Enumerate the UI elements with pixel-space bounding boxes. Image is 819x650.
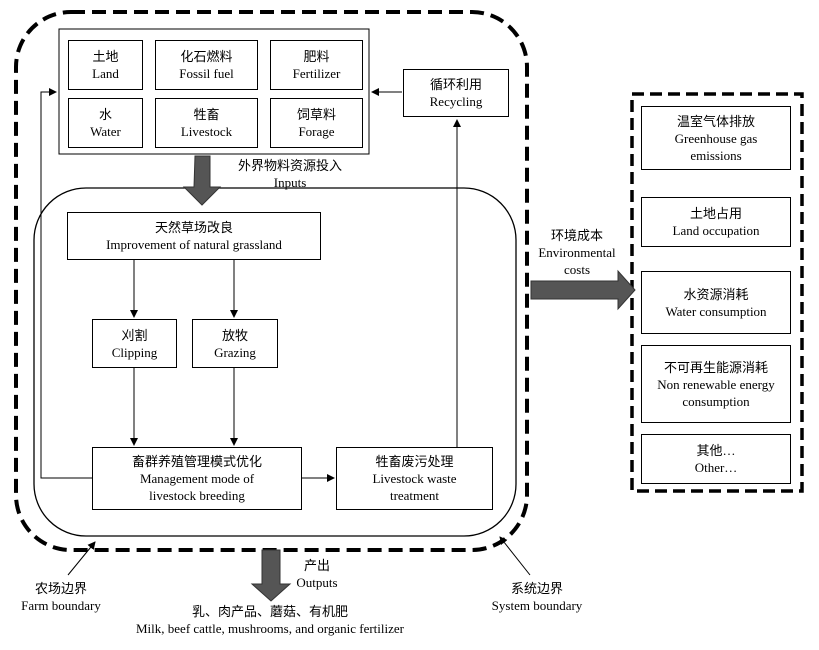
grassland-improvement-box: 天然草场改良 Improvement of natural grassland	[67, 212, 321, 260]
cost-water-zh: 水资源消耗	[683, 286, 749, 302]
farm-boundary-line	[33, 187, 517, 537]
inputs-label-zh: 外界物料资源投入	[237, 158, 342, 173]
cost-energy-en2: consumption	[682, 393, 750, 409]
cost-energy-box: 不可再生能源消耗 Non renewable energy consumptio…	[641, 345, 791, 423]
cost-water-box: 水资源消耗 Water consumption	[641, 271, 791, 334]
farm-boundary-zh: 农场边界	[34, 581, 87, 596]
cost-energy-zh: 不可再生能源消耗	[663, 359, 768, 375]
cost-land-box: 土地占用 Land occupation	[641, 197, 791, 247]
clipping-en: Clipping	[111, 344, 158, 360]
cost-water-en: Water consumption	[665, 303, 767, 319]
input-fertilizer-en: Fertilizer	[292, 66, 341, 81]
cost-other-en: Other…	[694, 460, 738, 475]
management-mode-zh: 畜群养殖管理模式优化	[131, 454, 262, 469]
input-fossil-fuel-en: Fossil fuel	[179, 66, 234, 81]
cost-other-zh: 其他…	[696, 443, 736, 458]
input-livestock-zh: 牲畜	[193, 107, 220, 122]
recycling-box: 循环利用 Recycling	[403, 69, 509, 117]
management-mode-en2: livestock breeding	[149, 488, 245, 503]
system-boundary-en: System boundary	[491, 598, 583, 613]
farm-boundary-en: Farm boundary	[21, 598, 101, 613]
environmental-costs-label: 环境成本 Environmental costs	[527, 227, 627, 278]
input-land-zh: 土地	[92, 49, 119, 64]
waste-treatment-box: 牲畜废污处理 Livestock waste treatment	[336, 447, 493, 510]
clipping-zh: 刈割	[121, 327, 148, 343]
system-boundary-zh: 系统边界	[510, 581, 563, 596]
system-boundary-label: 系统边界 System boundary	[477, 580, 597, 614]
input-water-zh: 水	[98, 107, 112, 122]
farm-boundary-label: 农场边界 Farm boundary	[6, 580, 116, 614]
outputs-arrow	[250, 549, 292, 602]
cost-ghg-zh: 温室气体排放	[676, 113, 755, 129]
input-fertilizer-zh: 肥料	[303, 49, 330, 64]
management-mode-en1: Management mode of	[139, 471, 255, 486]
cost-land-zh: 土地占用	[689, 206, 742, 221]
grassland-improvement-zh: 天然草场改良	[154, 220, 233, 235]
input-forage-en: Forage	[298, 124, 335, 139]
input-forage-box: 饲草料 Forage	[270, 98, 363, 148]
outputs-label-en: Outputs	[296, 575, 338, 590]
inputs-arrow	[182, 155, 222, 206]
input-fossil-fuel-box: 化石燃料 Fossil fuel	[155, 40, 258, 90]
environmental-costs-en1: Environmental	[538, 245, 616, 260]
waste-treatment-en2: treatment	[389, 488, 440, 503]
input-land-box: 土地 Land	[68, 40, 143, 90]
environmental-costs-arrow	[530, 269, 636, 311]
waste-treatment-zh: 牲畜废污处理	[375, 454, 454, 469]
outputs-label: 产出 Outputs	[282, 557, 352, 591]
input-water-box: 水 Water	[68, 98, 143, 148]
system-boundary-pointer	[499, 536, 531, 576]
waste-treatment-en1: Livestock waste	[372, 471, 457, 486]
cost-land-en: Land occupation	[672, 223, 760, 238]
environmental-costs-en2: costs	[564, 262, 590, 277]
farm-boundary-pointer	[67, 541, 96, 576]
inputs-label-en: Inputs	[273, 175, 307, 190]
grazing-box: 放牧 Grazing	[192, 319, 278, 368]
environmental-costs-zh: 环境成本	[550, 228, 603, 243]
grassland-improvement-en: Improvement of natural grassland	[106, 237, 282, 252]
cost-ghg-box: 温室气体排放 Greenhouse gas emissions	[641, 106, 791, 170]
inputs-label: 外界物料资源投入 Inputs	[220, 157, 360, 191]
input-fertilizer-box: 肥料 Fertilizer	[270, 40, 363, 90]
cost-energy-en1: Non renewable energy	[657, 376, 775, 392]
arrow-management-to-inputs	[40, 88, 92, 479]
outputs-detail: 乳、肉产品、蘑菇、有机肥 Milk, beef cattle, mushroom…	[110, 603, 430, 637]
outputs-detail-en: Milk, beef cattle, mushrooms, and organi…	[136, 621, 404, 636]
input-water-en: Water	[90, 124, 121, 139]
clipping-box: 刈割 Clipping	[92, 319, 177, 368]
input-forage-zh: 饲草料	[296, 107, 336, 122]
grazing-en: Grazing	[214, 344, 256, 360]
outputs-label-zh: 产出	[303, 558, 330, 573]
recycling-en: Recycling	[429, 94, 483, 109]
cost-other-box: 其他… Other…	[641, 434, 791, 484]
grazing-zh: 放牧	[221, 327, 248, 343]
outputs-detail-zh: 乳、肉产品、蘑菇、有机肥	[191, 604, 348, 619]
input-land-en: Land	[92, 66, 119, 81]
management-mode-box: 畜群养殖管理模式优化 Management mode of livestock …	[92, 447, 302, 510]
cost-ghg-en1: Greenhouse gas	[674, 130, 758, 146]
environmental-costs-boundary	[630, 92, 804, 493]
cost-ghg-en2: emissions	[690, 147, 742, 163]
recycling-zh: 循环利用	[429, 77, 482, 92]
input-livestock-box: 牲畜 Livestock	[155, 98, 258, 148]
input-fossil-fuel-zh: 化石燃料	[180, 49, 233, 64]
input-livestock-en: Livestock	[180, 124, 233, 139]
